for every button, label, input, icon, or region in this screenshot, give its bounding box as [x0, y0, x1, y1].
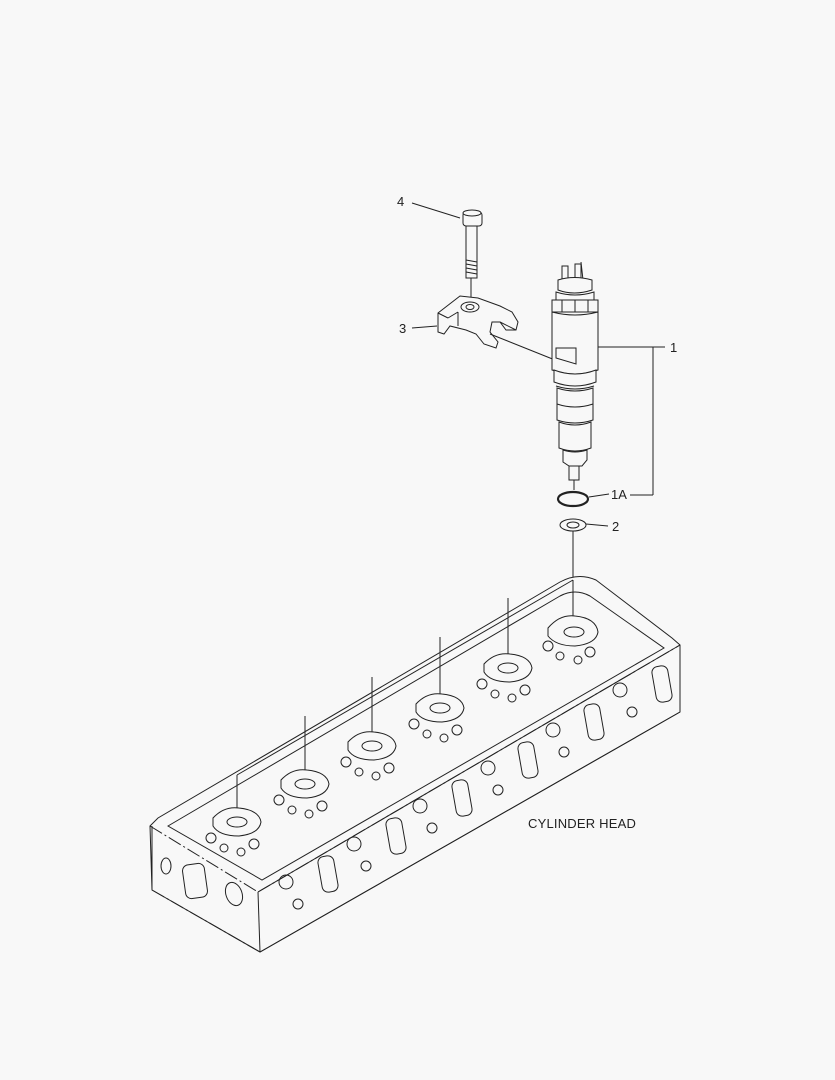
side-ports [160, 665, 673, 910]
cylinder-head [149, 576, 681, 953]
clamp-part-3 [411, 295, 556, 361]
o-ring-part-1a [556, 490, 653, 508]
injector-part-1 [551, 261, 665, 495]
callout-1-injector: 1 [670, 340, 678, 355]
callout-1a-o-ring: 1A [611, 487, 627, 502]
cylinder-head-caption: CYLINDER HEAD [528, 816, 637, 831]
callout-4-bolt: 4 [397, 194, 405, 209]
callout-3-clamp: 3 [399, 321, 407, 336]
injector-bores [205, 579, 599, 857]
bolt-part-4 [411, 202, 483, 302]
callout-2-washer: 2 [612, 519, 620, 534]
